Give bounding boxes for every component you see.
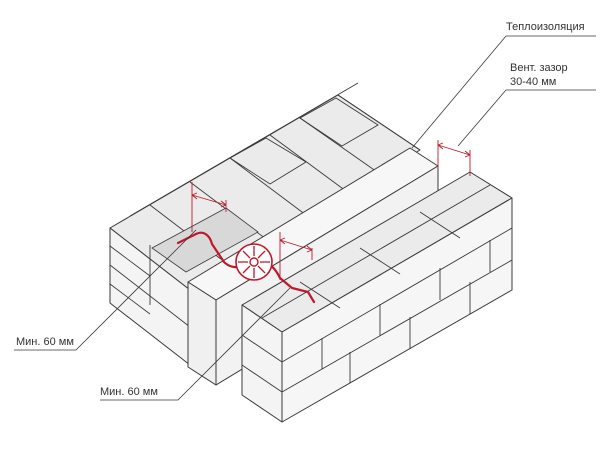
label-air-gap-line1: Вент. зазор xyxy=(510,62,568,74)
leader-min-depth-2 xyxy=(100,287,291,401)
dim-right-depth xyxy=(279,232,313,280)
label-min-depth-2: Мин. 60 мм xyxy=(100,386,158,398)
cavity-left xyxy=(151,207,259,273)
drip-disc-icon xyxy=(235,243,273,281)
dimension-markers xyxy=(191,140,471,280)
label-air-gap-line2: 30-40 мм xyxy=(510,76,556,88)
inner-wall-top-bricks xyxy=(229,97,379,185)
dim-left-depth xyxy=(191,182,227,232)
outer-wall-top-joints xyxy=(261,184,491,319)
outer-wall-side-courses xyxy=(281,227,513,393)
outer-wall-front-courses xyxy=(241,334,283,393)
dim-air-gap xyxy=(437,140,471,176)
label-insulation: Теплоизоляция xyxy=(506,21,585,33)
inner-wall-front-joints xyxy=(109,245,191,328)
outer-wall xyxy=(241,171,513,423)
leader-air-gap xyxy=(457,89,596,147)
leader-insulation xyxy=(411,35,596,149)
leader-min-depth-1 xyxy=(14,229,197,351)
label-min-depth-1: Мин. 60 мм xyxy=(16,336,74,348)
insulation-front xyxy=(187,281,217,386)
